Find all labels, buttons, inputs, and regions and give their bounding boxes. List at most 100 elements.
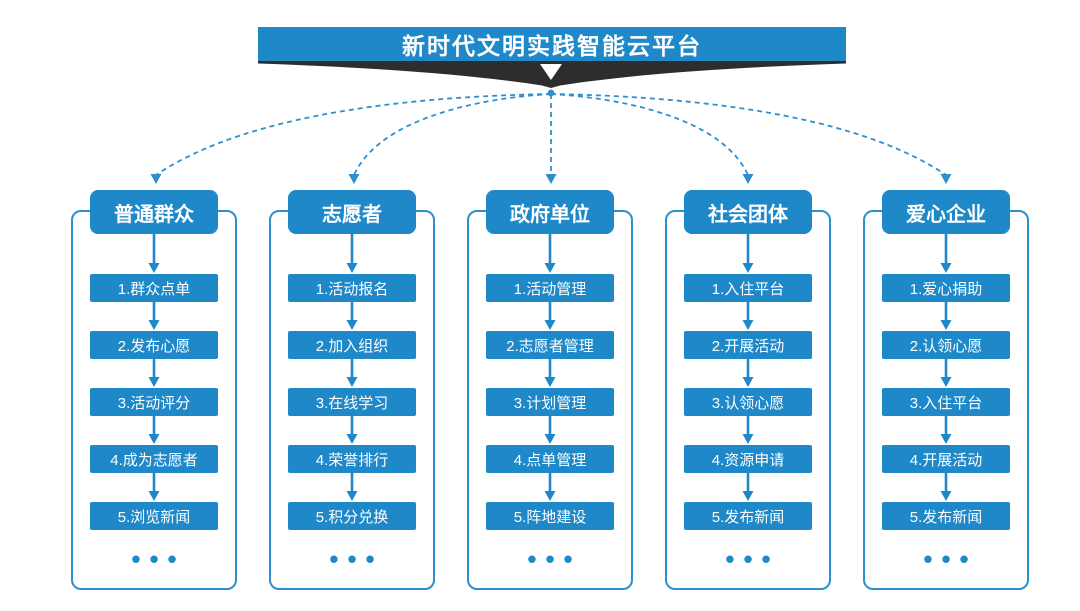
step-label: 3.入住平台 bbox=[909, 394, 983, 412]
step-box: 4.开展活动 bbox=[882, 445, 1010, 473]
step-label: 1.活动报名 bbox=[315, 280, 389, 298]
arrow-down-icon bbox=[346, 416, 358, 444]
step-label: 4.荣誉排行 bbox=[315, 451, 389, 469]
arrow-down-icon bbox=[148, 416, 160, 444]
column-title: 志愿者 bbox=[322, 203, 382, 226]
step-label: 4.资源申请 bbox=[711, 451, 785, 469]
step-box: 3.活动评分 bbox=[90, 388, 218, 416]
platform-title: 新时代文明实践智能云平台 bbox=[402, 33, 702, 59]
step-box: 2.加入组织 bbox=[288, 331, 416, 359]
dashed-connector-col2 bbox=[353, 93, 552, 176]
fan-origin-node bbox=[547, 89, 555, 97]
ellipsis: ••• bbox=[725, 544, 780, 574]
column-title: 政府单位 bbox=[510, 203, 590, 226]
step-label: 5.积分兑换 bbox=[315, 508, 389, 526]
connector-arrowhead-icon bbox=[742, 174, 754, 184]
arrow-down-icon bbox=[742, 359, 754, 387]
arrow-down-icon bbox=[346, 234, 358, 273]
column-header: 社会团体 bbox=[684, 190, 812, 234]
step-box: 5.发布新闻 bbox=[684, 502, 812, 530]
step-label: 5.发布新闻 bbox=[711, 508, 785, 526]
arrow-down-icon bbox=[742, 302, 754, 330]
step-box: 5.阵地建设 bbox=[486, 502, 614, 530]
step-label: 2.认领心愿 bbox=[909, 337, 983, 355]
ellipsis: ••• bbox=[527, 544, 582, 574]
arrow-down-icon bbox=[940, 473, 952, 501]
step-label: 1.活动管理 bbox=[513, 280, 587, 298]
step-label: 3.在线学习 bbox=[315, 394, 389, 412]
step-label: 5.浏览新闻 bbox=[117, 508, 191, 526]
dashed-connector-col4 bbox=[550, 93, 749, 176]
column-title: 爱心企业 bbox=[906, 203, 986, 226]
ellipsis: ••• bbox=[131, 544, 186, 574]
step-box: 3.入住平台 bbox=[882, 388, 1010, 416]
step-box: 3.在线学习 bbox=[288, 388, 416, 416]
column-title: 普通群众 bbox=[114, 203, 194, 226]
ellipsis: ••• bbox=[329, 544, 384, 574]
step-box: 4.荣誉排行 bbox=[288, 445, 416, 473]
connector-arrowhead-icon bbox=[348, 174, 360, 184]
step-label: 3.认领心愿 bbox=[711, 394, 785, 412]
column-government-units: 政府单位 1.活动管理 2.志愿者管理 3.计划管理 4.点单管理 5.阵地建设… bbox=[467, 190, 633, 590]
platform-title-banner: 新时代文明实践智能云平台 bbox=[258, 27, 846, 61]
step-box: 4.点单管理 bbox=[486, 445, 614, 473]
arrow-down-icon bbox=[940, 234, 952, 273]
step-label: 4.成为志愿者 bbox=[110, 451, 198, 469]
step-box: 3.认领心愿 bbox=[684, 388, 812, 416]
arrow-down-icon bbox=[346, 359, 358, 387]
column-title: 社会团体 bbox=[708, 203, 788, 226]
arrow-down-icon bbox=[940, 302, 952, 330]
connector-arrowhead-icon bbox=[545, 174, 557, 184]
arrow-down-icon bbox=[544, 359, 556, 387]
step-label: 1.爱心捐助 bbox=[909, 280, 983, 298]
step-box: 2.志愿者管理 bbox=[486, 331, 614, 359]
step-box: 1.入住平台 bbox=[684, 274, 812, 302]
step-label: 5.阵地建设 bbox=[513, 508, 587, 526]
arrow-down-icon bbox=[544, 302, 556, 330]
step-box: 5.发布新闻 bbox=[882, 502, 1010, 530]
column-volunteers: 志愿者 1.活动报名 2.加入组织 3.在线学习 4.荣誉排行 5.积分兑换 •… bbox=[269, 190, 435, 590]
step-label: 4.点单管理 bbox=[513, 451, 587, 469]
step-box: 1.爱心捐助 bbox=[882, 274, 1010, 302]
arrow-down-icon bbox=[544, 473, 556, 501]
step-box: 2.认领心愿 bbox=[882, 331, 1010, 359]
arrow-down-icon bbox=[742, 234, 754, 273]
column-header: 政府单位 bbox=[486, 190, 614, 234]
step-label: 1.入住平台 bbox=[711, 280, 785, 298]
down-arrow-icon bbox=[540, 64, 562, 80]
step-box: 2.发布心愿 bbox=[90, 331, 218, 359]
step-box: 3.计划管理 bbox=[486, 388, 614, 416]
step-box: 4.资源申请 bbox=[684, 445, 812, 473]
arrow-down-icon bbox=[742, 473, 754, 501]
arrow-down-icon bbox=[544, 416, 556, 444]
arrow-down-icon bbox=[148, 234, 160, 273]
column-header: 志愿者 bbox=[288, 190, 416, 234]
arrow-down-icon bbox=[148, 359, 160, 387]
dashed-connector-col5 bbox=[550, 93, 947, 176]
step-label: 5.发布新闻 bbox=[909, 508, 983, 526]
step-box: 1.群众点单 bbox=[90, 274, 218, 302]
column-charity-enterprises: 爱心企业 1.爱心捐助 2.认领心愿 3.入住平台 4.开展活动 5.发布新闻 … bbox=[863, 190, 1029, 590]
connector-arrowhead-icon bbox=[940, 174, 952, 184]
step-label: 2.发布心愿 bbox=[117, 337, 191, 355]
step-box: 4.成为志愿者 bbox=[90, 445, 218, 473]
step-label: 4.开展活动 bbox=[909, 451, 983, 469]
arrow-down-icon bbox=[544, 234, 556, 273]
step-label: 2.加入组织 bbox=[315, 337, 389, 355]
column-header: 爱心企业 bbox=[882, 190, 1010, 234]
arrow-down-icon bbox=[148, 473, 160, 501]
connector-arrowhead-icon bbox=[150, 174, 162, 184]
step-label: 1.群众点单 bbox=[117, 280, 191, 298]
step-box: 1.活动报名 bbox=[288, 274, 416, 302]
arrow-down-icon bbox=[940, 359, 952, 387]
column-social-groups: 社会团体 1.入住平台 2.开展活动 3.认领心愿 4.资源申请 5.发布新闻 … bbox=[665, 190, 831, 590]
column-general-public: 普通群众 1.群众点单 2.发布心愿 3.活动评分 4.成为志愿者 5.浏览新闻… bbox=[71, 190, 237, 590]
arrow-down-icon bbox=[346, 302, 358, 330]
step-box: 5.积分兑换 bbox=[288, 502, 416, 530]
step-label: 3.计划管理 bbox=[513, 394, 587, 412]
arrow-down-icon bbox=[346, 473, 358, 501]
column-header: 普通群众 bbox=[90, 190, 218, 234]
arrow-down-icon bbox=[940, 416, 952, 444]
step-box: 2.开展活动 bbox=[684, 331, 812, 359]
